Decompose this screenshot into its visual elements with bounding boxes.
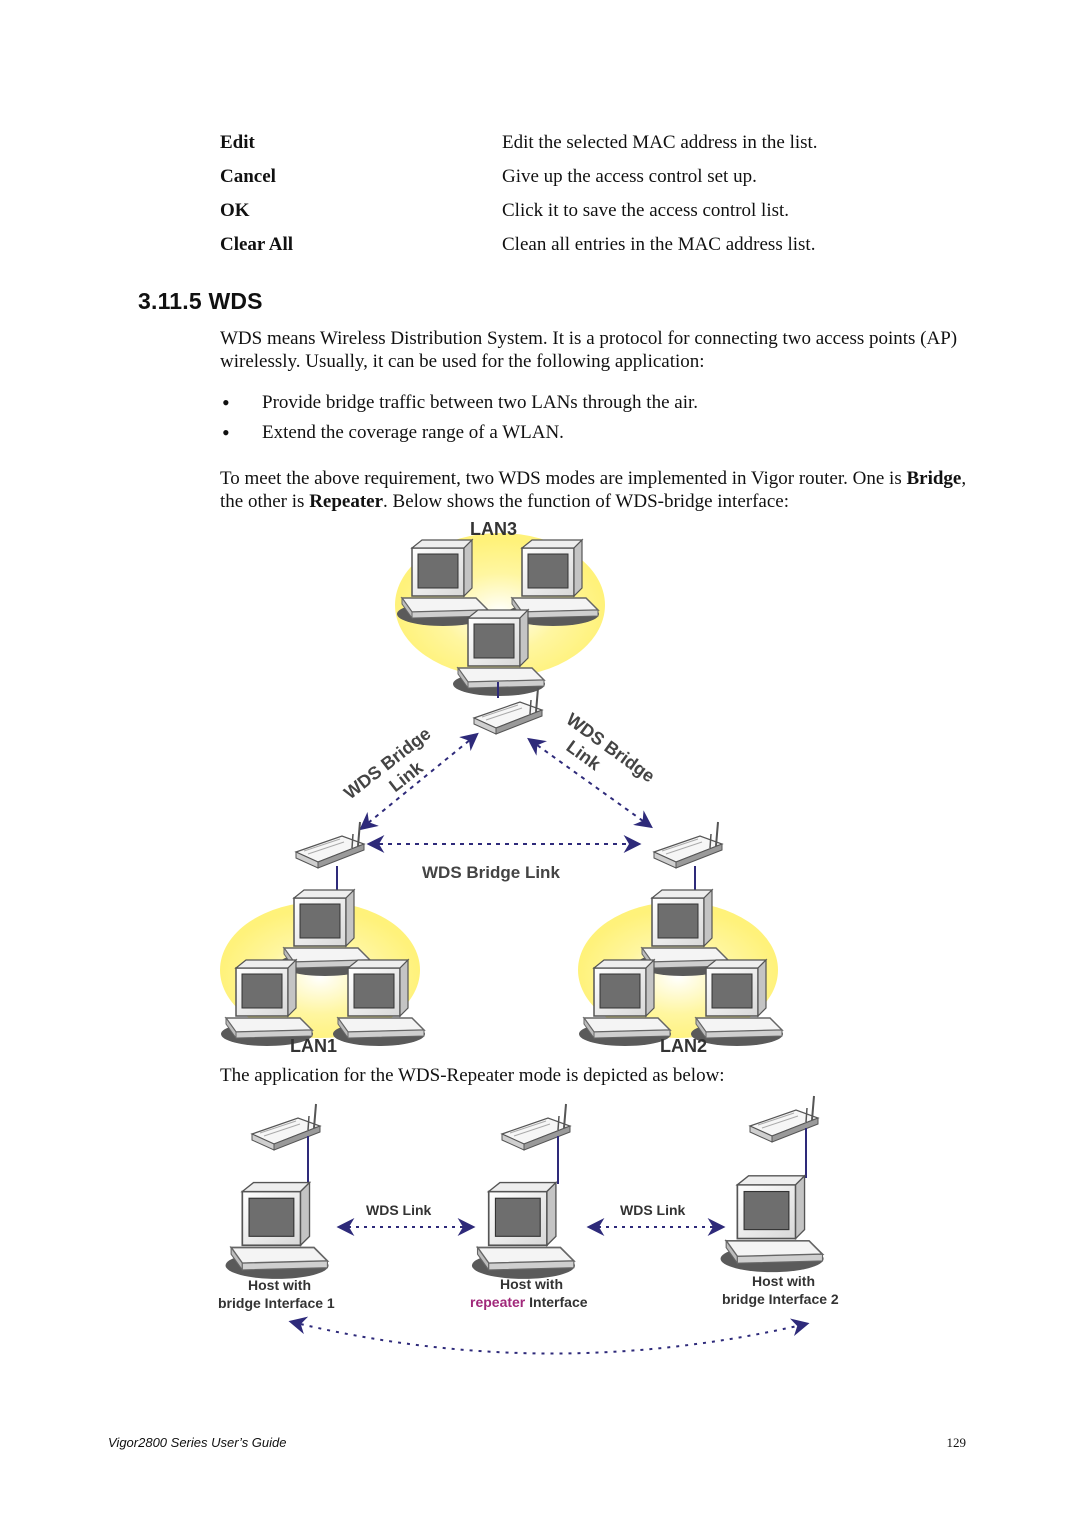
definition-row-ok: OK Click it to save the access control l… bbox=[220, 200, 980, 230]
section-title: 3.11.5 WDS bbox=[138, 288, 263, 314]
definition-term: Cancel bbox=[220, 166, 276, 187]
left-link-label-line1: WDS Bridge bbox=[340, 723, 434, 803]
wds-link-label-right: WDS Link bbox=[620, 1202, 686, 1218]
definition-row-cancel: Cancel Give up the access control set up… bbox=[220, 166, 980, 196]
host3-router-icon bbox=[749, 1095, 819, 1143]
host3-label-line2: bridge Interface 2 bbox=[722, 1291, 839, 1307]
modes-text: . Below shows the function of WDS-bridge… bbox=[383, 491, 789, 512]
modes-text: , the other is bbox=[220, 468, 967, 512]
definition-desc: Clean all entries in the MAC address lis… bbox=[502, 234, 816, 255]
host3-label-line1: Host with bbox=[752, 1273, 815, 1289]
host1-label-line1: Host with bbox=[248, 1277, 311, 1293]
host3-computer-icon bbox=[719, 1174, 825, 1274]
host1-label-line2: bridge Interface 1 bbox=[218, 1295, 335, 1311]
interface-word: Interface bbox=[525, 1294, 587, 1310]
definition-row-edit: Edit Edit the selected MAC address in th… bbox=[220, 132, 980, 162]
wds-repeater-diagram: Host with bridge Interface 1 Host with r… bbox=[218, 1095, 839, 1355]
definition-term: Clear All bbox=[220, 234, 294, 255]
bullet-text: Extend the coverage range of a WLAN. bbox=[262, 422, 564, 443]
host1-router-icon bbox=[251, 1103, 321, 1151]
lan1-label: LAN1 bbox=[290, 1036, 337, 1056]
wds-bridge-diagram: LAN3 WDS Bridge Link WDS Bridge Link WDS… bbox=[220, 519, 784, 1056]
repeater-term: Repeater bbox=[309, 491, 384, 512]
right-wds-bridge-link-arrow bbox=[527, 737, 653, 829]
modes-paragraph: To meet the above requirement, two WDS m… bbox=[220, 467, 980, 513]
bullet-dot-icon: • bbox=[222, 420, 230, 445]
bridge-to-bridge-arc-arrow bbox=[288, 1316, 810, 1355]
lan2-label: LAN2 bbox=[660, 1036, 707, 1056]
host2-computer-icon bbox=[471, 1181, 576, 1280]
left-wds-bridge-link-arrow bbox=[359, 732, 479, 831]
modes-text: To meet the above requirement, two WDS m… bbox=[220, 468, 907, 489]
definition-desc: Edit the selected MAC address in the lis… bbox=[502, 132, 818, 153]
host1-computer-icon bbox=[224, 1181, 330, 1280]
right-link-label: WDS Bridge Link bbox=[563, 709, 659, 786]
repeater-caption: The application for the WDS-Repeater mod… bbox=[220, 1065, 725, 1086]
wds-link-label-left: WDS Link bbox=[366, 1202, 432, 1218]
lan3-label: LAN3 bbox=[470, 519, 517, 539]
definition-term: OK bbox=[220, 200, 250, 221]
footer-page-number: 129 bbox=[946, 1435, 967, 1450]
bullet-dot-icon: • bbox=[222, 390, 230, 415]
center-link-label: WDS Bridge Link bbox=[422, 863, 560, 882]
bridge-term: Bridge bbox=[906, 468, 962, 489]
definition-desc: Click it to save the access control list… bbox=[502, 200, 790, 221]
bullet-text: Provide bridge traffic between two LANs … bbox=[262, 392, 699, 413]
left-router-icon bbox=[295, 821, 365, 869]
host2-label-line2: repeater Interface bbox=[470, 1294, 588, 1310]
repeater-word: repeater bbox=[470, 1294, 526, 1310]
host2-router-icon bbox=[501, 1103, 571, 1151]
footer-guide-title: Vigor2800 Series User’s Guide bbox=[108, 1435, 287, 1450]
intro-paragraph: WDS means Wireless Distribution System. … bbox=[220, 328, 958, 372]
right-router-icon bbox=[653, 821, 723, 869]
definition-term: Edit bbox=[220, 132, 255, 153]
definition-desc: Give up the access control set up. bbox=[502, 166, 757, 187]
host2-label-line1: Host with bbox=[500, 1276, 563, 1292]
definition-row-clear-all: Clear All Clean all entries in the MAC a… bbox=[220, 234, 980, 264]
